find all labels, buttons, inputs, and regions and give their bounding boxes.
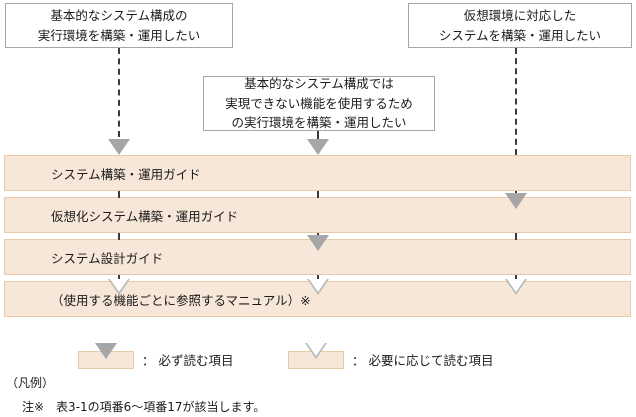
hollow-arrow-icon bbox=[505, 279, 527, 295]
hollow-arrow-icon bbox=[108, 279, 130, 295]
question-box-basic-system-runtime: 基本的なシステム構成の 実行環境を構築・運用したい bbox=[5, 3, 233, 48]
dashed-connector-line bbox=[317, 191, 319, 198]
dashed-connector-line bbox=[515, 275, 517, 279]
legend-caption: （凡例） bbox=[6, 376, 55, 390]
question-box-line: 基本的なシステム構成の bbox=[50, 8, 188, 24]
filled-arrow-icon bbox=[108, 139, 130, 155]
legend-label: 必要に応じて読む項目 bbox=[368, 353, 494, 368]
guide-bar-virtualization-system-build-operation-guide: 仮想化システム構築・運用ガイド bbox=[4, 197, 631, 233]
guide-bar-label: システム設計ガイド bbox=[51, 250, 164, 266]
question-box-line: の実行環境を構築・運用したい bbox=[231, 115, 407, 131]
filled-arrow-icon bbox=[505, 193, 527, 209]
dashed-connector-line bbox=[317, 275, 319, 279]
question-box-line: 実現できない機能を使用するため bbox=[225, 95, 413, 111]
dashed-connector-line bbox=[118, 191, 120, 198]
filled-arrow-icon bbox=[307, 235, 329, 251]
question-box-line: 実行環境を構築・運用したい bbox=[37, 27, 201, 43]
question-box-advanced-function-runtime: 基本的なシステム構成では 実現できない機能を使用するため の実行環境を構築・運用… bbox=[203, 76, 435, 131]
hollow-arrow-icon bbox=[307, 279, 329, 295]
legend: ： 必ず読む項目 ： 必要に応じて読む項目 （凡例） 注※ 表3-1の項番6〜項… bbox=[0, 336, 636, 417]
dashed-connector-line bbox=[118, 233, 120, 240]
legend-item-required: ： 必ず読む項目 bbox=[78, 342, 234, 369]
filled-arrow-icon bbox=[307, 139, 329, 155]
dashed-connector-line bbox=[118, 48, 120, 137]
legend-label: 必ず読む項目 bbox=[158, 353, 234, 368]
dashed-connector-line bbox=[515, 48, 517, 155]
dashed-connector-line bbox=[118, 275, 120, 279]
question-box-virtual-environment-system: 仮想環境に対応した システムを構築・運用したい bbox=[408, 3, 632, 48]
dashed-connector-line bbox=[317, 131, 319, 139]
guide-bar-system-build-operation-guide: システム構築・運用ガイド bbox=[4, 155, 631, 191]
guide-bar-label: （使用する機能ごとに参照するマニュアル）※ bbox=[51, 292, 311, 308]
hollow-arrow-icon bbox=[305, 342, 327, 359]
filled-arrow-icon bbox=[95, 342, 117, 359]
guide-bar-label: 仮想化システム構築・運用ガイド bbox=[51, 208, 239, 224]
legend-item-optional: ： 必要に応じて読む項目 bbox=[288, 342, 494, 369]
legend-colon: ： bbox=[142, 353, 155, 368]
legend-swatch-optional bbox=[288, 342, 344, 369]
question-box-line: システムを構築・運用したい bbox=[438, 27, 602, 43]
question-box-line: 仮想環境に対応した bbox=[463, 8, 577, 24]
footnote-text: 注※ 表3-1の項番6〜項番17が該当します。 bbox=[22, 400, 266, 414]
legend-swatch-required bbox=[78, 342, 134, 369]
dashed-connector-line bbox=[515, 233, 517, 240]
guide-bar-label: システム構築・運用ガイド bbox=[51, 166, 201, 182]
question-box-line: 基本的なシステム構成では bbox=[244, 76, 394, 92]
legend-colon: ： bbox=[352, 353, 365, 368]
